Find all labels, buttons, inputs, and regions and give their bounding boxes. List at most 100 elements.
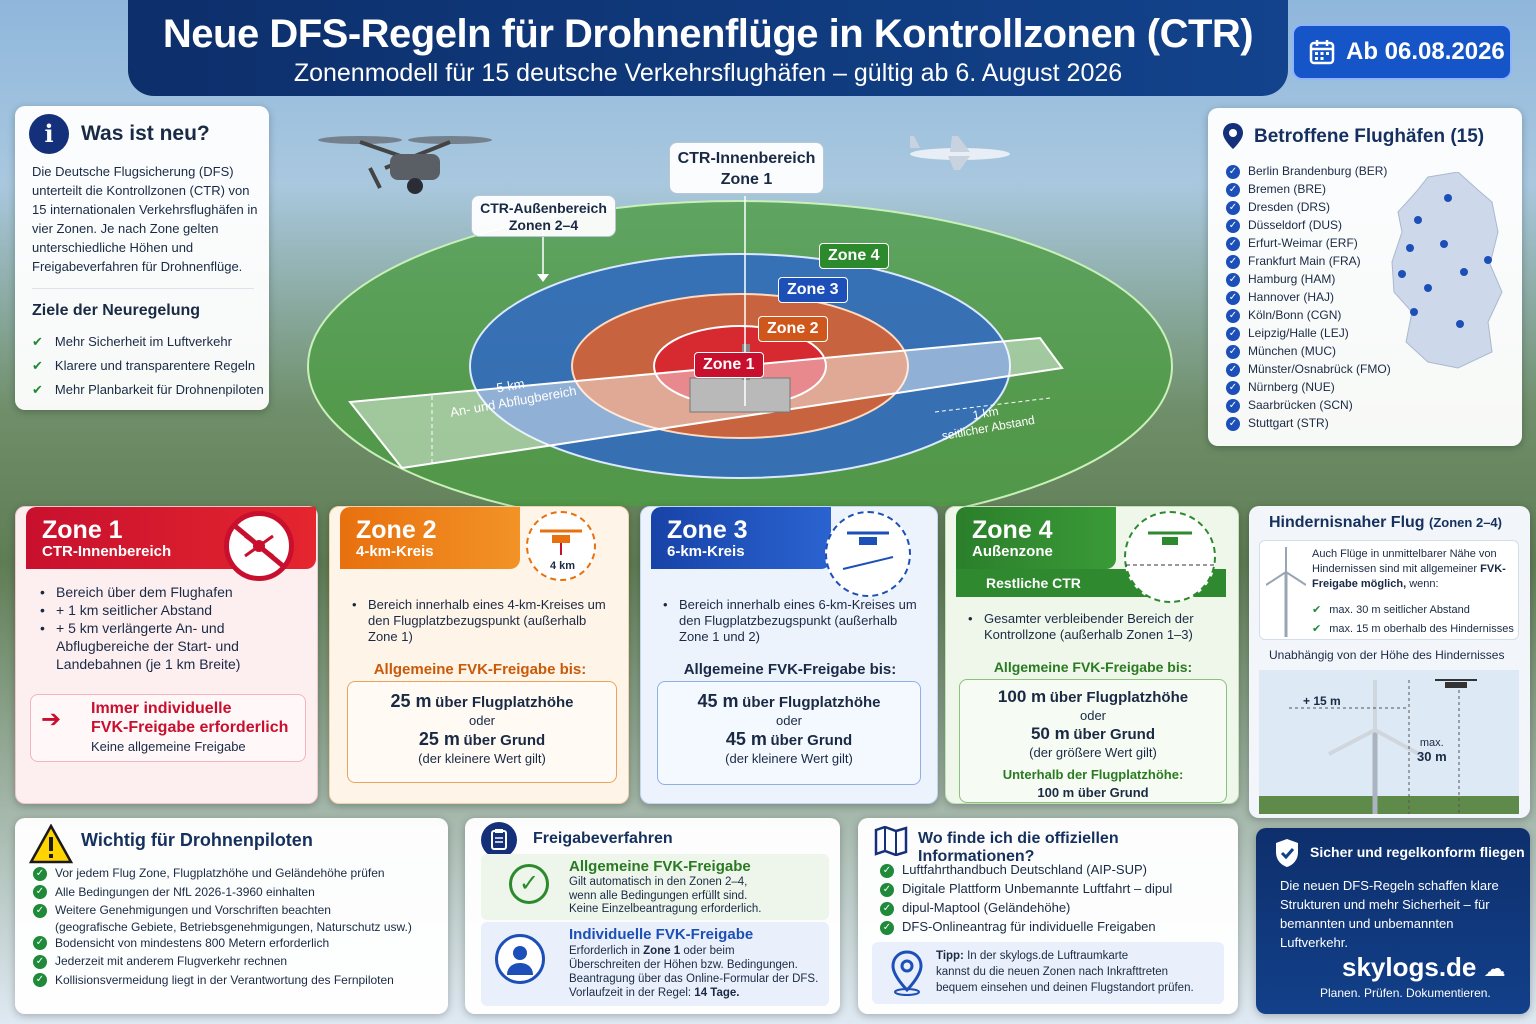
check-icon: ✓ bbox=[33, 866, 47, 881]
check-icon: ✓ bbox=[33, 885, 47, 900]
drone-illustration bbox=[318, 136, 492, 194]
zone2-bullets: Bereich innerhalb eines 4-km-Kreises um … bbox=[352, 597, 618, 645]
tip-line: kannst du die neuen Zonen nach Inkrafttr… bbox=[936, 966, 1169, 978]
obstacle-text-2: FVK-Freigabe möglich, bbox=[1312, 563, 1506, 590]
warning-icon bbox=[29, 824, 73, 864]
user-icon bbox=[495, 934, 545, 984]
info-item[interactable]: ✓Digitale Plattform Unbemannte Luftfahrt… bbox=[880, 879, 1172, 898]
airport-name: Hamburg (HAM) bbox=[1248, 272, 1336, 286]
check-icon: ✓ bbox=[33, 903, 47, 918]
important-text: Bodensicht von mindestens 800 Metern erf… bbox=[55, 935, 330, 950]
zone3-subtitle: 6-km-Kreis bbox=[667, 543, 745, 560]
check-icon: ✓ bbox=[1226, 236, 1240, 251]
airport-terminal bbox=[689, 377, 791, 413]
tip-label: Tipp: bbox=[936, 950, 964, 962]
zone1-subtitle: CTR-Innenbereich bbox=[42, 543, 172, 560]
info-item[interactable]: ✓DFS-Onlineantrag für individuelle Freig… bbox=[880, 917, 1172, 936]
zone1-title: Zone 1 bbox=[42, 516, 123, 544]
zone1-note-line1: Immer individuelle bbox=[91, 700, 232, 717]
safe-text: Die neuen DFS-Regeln schaffen klare Stru… bbox=[1280, 878, 1499, 950]
zone3-note: (der kleinere Wert gilt) bbox=[725, 751, 853, 766]
checkmark-circle-icon: ✓ bbox=[509, 864, 549, 904]
intro-divider bbox=[32, 288, 254, 289]
page-subtitle: Zonenmodell für 15 deutsche Verkehrsflug… bbox=[293, 59, 1123, 87]
general-approval-title: Allgemeine FVK-Freigabe bbox=[569, 858, 751, 875]
zone3-freigabe-label: Allgemeine FVK-Freigabe bis: bbox=[683, 661, 897, 678]
check-icon: ✓ bbox=[1226, 290, 1240, 305]
obstacle-independent: Unabhängig von der Höhe des Hindernisses bbox=[1269, 648, 1505, 662]
important-text: Jederzeit mit anderem Flugverkehr rechne… bbox=[55, 954, 288, 968]
cloud-icon: ☁ bbox=[1483, 956, 1506, 981]
callout-ctr-outer-sub: Zonen 2–4 bbox=[508, 217, 579, 233]
check-icon: ✓ bbox=[1226, 326, 1240, 341]
intro-panel: i Was ist neu? Die Deutsche Flugsicherun… bbox=[15, 106, 269, 410]
zone3-bullets: Bereich innerhalb eines 6-km-Kreises um … bbox=[663, 597, 929, 645]
map-label-zone3: Zone 3 bbox=[778, 277, 848, 303]
tip-box: Tipp: In der skylogs.de Luftraumkarte ka… bbox=[872, 942, 1224, 1004]
zone1-card: Zone 1 CTR-Innenbereich Bereich über dem… bbox=[15, 506, 318, 804]
zone2-header: Zone 2 4-km-Kreis bbox=[340, 507, 520, 569]
airport-name: Bremen (BRE) bbox=[1248, 182, 1327, 196]
callout-ctr-inner-title: CTR-Innenbereich bbox=[677, 150, 816, 167]
safe-title: Sicher und regelkonform fliegen bbox=[1310, 844, 1525, 860]
zone4-subtitle: Außenzone bbox=[972, 543, 1053, 560]
airport-item: ✓Berlin Brandenburg (BER) bbox=[1226, 162, 1391, 180]
location-pin-icon bbox=[891, 950, 923, 996]
important-title: Wichtig für Drohnenpiloten bbox=[81, 830, 313, 850]
zone1-note-sub: Keine allgemeine Freigabe bbox=[91, 739, 246, 754]
obstacle-max30: max. 30 m bbox=[1417, 736, 1447, 764]
zone2-height1-text: über Flugplatzhöhe bbox=[435, 694, 574, 711]
obstacle-text-1: Auch Flüge in unmittelbarer Nähe von Hin… bbox=[1312, 548, 1497, 575]
individual-approval-line-1b: Zone 1 bbox=[643, 945, 681, 957]
check-icon: ✓ bbox=[1226, 254, 1240, 269]
zone2-height1: 25 m bbox=[390, 691, 432, 711]
airport-item: ✓ Erfurt-Weimar (ERF) bbox=[1226, 234, 1391, 252]
important-list: ✓Vor jedem Flug Zone, Flugplatzhöhe und … bbox=[33, 864, 412, 989]
intro-title: Was ist neu? bbox=[81, 122, 210, 145]
header-banner: Neue DFS-Regeln für Drohnenflüge in Kont… bbox=[128, 0, 1288, 96]
important-item: ✓Weitere Genehmigungen und Vorschriften … bbox=[33, 901, 412, 920]
check-icon: ✓ bbox=[880, 901, 894, 916]
zone1-bullet: + 5 km verlängerte An- und Abflugbereich… bbox=[40, 619, 290, 673]
important-item: ✓Alle Bedingungen der NfL 2026-1-3960 ei… bbox=[33, 883, 412, 902]
zone3-height2-text: über Grund bbox=[770, 732, 853, 749]
callout-ctr-outer-title: CTR-Außenbereich bbox=[480, 200, 607, 216]
zone3-bullet: Bereich innerhalb eines 6-km-Kreises um … bbox=[663, 597, 929, 645]
airport-name: Berlin Brandenburg (BER) bbox=[1248, 164, 1388, 178]
individual-approval-line: Beantragung über das Online-Formular der… bbox=[569, 973, 819, 985]
airport-item: ✓Frankfurt Main (FRA) bbox=[1226, 252, 1391, 270]
zone2-bullet: Bereich innerhalb eines 4-km-Kreises um … bbox=[352, 597, 618, 645]
zone2-note: (der kleinere Wert gilt) bbox=[418, 751, 546, 766]
location-pin-icon bbox=[1223, 123, 1243, 149]
obstacle-text: Auch Flüge in unmittelbarer Nähe von Hin… bbox=[1312, 547, 1516, 592]
check-icon: ✔ bbox=[1312, 623, 1322, 635]
zone4-height2-text: über Grund bbox=[1073, 726, 1156, 743]
individual-approval-line-1a: Erforderlich in bbox=[569, 945, 644, 957]
check-icon: ✓ bbox=[1226, 416, 1240, 431]
airport-item: ✓Dresden (DRS) bbox=[1226, 198, 1391, 216]
zone2-card: Zone 2 4-km-Kreis 4 km Bereich innerhalb… bbox=[329, 506, 629, 804]
airport-name: Dresden (DRS) bbox=[1248, 200, 1331, 214]
check-icon: ✓ bbox=[1226, 398, 1240, 413]
zone3-header: Zone 3 6-km-Kreis bbox=[651, 507, 831, 569]
zone1-note-line2: FVK-Freigabe erforderlich bbox=[91, 719, 289, 736]
info-item-text: Luftfahrthandbuch Deutschland (AIP-SUP) bbox=[902, 862, 1147, 877]
check-icon: ✓ bbox=[1226, 182, 1240, 197]
obstacle-max30-value: 30 m bbox=[1417, 749, 1447, 764]
goal-item: ✔Klarere und transparentere Regeln bbox=[32, 354, 264, 378]
obstacle-condition: ✔max. 30 m seitlicher Abstand bbox=[1312, 601, 1514, 620]
info-panel: Wo finde ich die offiziellen Information… bbox=[858, 818, 1238, 1014]
info-icon: i bbox=[29, 114, 69, 154]
airport-item: ✓Hannover (HAJ) bbox=[1226, 288, 1391, 306]
arrow-right-icon: ➔ bbox=[41, 706, 62, 733]
info-item[interactable]: ✓dipul-Maptool (Geländehöhe) bbox=[880, 898, 1172, 917]
general-approval-line: wenn alle Bedingungen erfüllt sind. bbox=[569, 889, 748, 902]
info-item[interactable]: ✓Luftfahrthandbuch Deutschland (AIP-SUP) bbox=[880, 860, 1172, 879]
zone3-height1-text: über Flugplatzhöhe bbox=[742, 694, 881, 711]
map-label-zone2: Zone 2 bbox=[758, 316, 828, 342]
zone4-height1: 100 m bbox=[997, 687, 1047, 706]
tip-text: Tipp: In der skylogs.de Luftraumkarte ka… bbox=[936, 948, 1194, 996]
check-icon: ✔ bbox=[1312, 604, 1322, 616]
zone3-height-box: 45 m über Flugplatzhöhe oder 45 m über G… bbox=[657, 681, 921, 785]
airport-name: Erfurt-Weimar (ERF) bbox=[1248, 236, 1358, 250]
